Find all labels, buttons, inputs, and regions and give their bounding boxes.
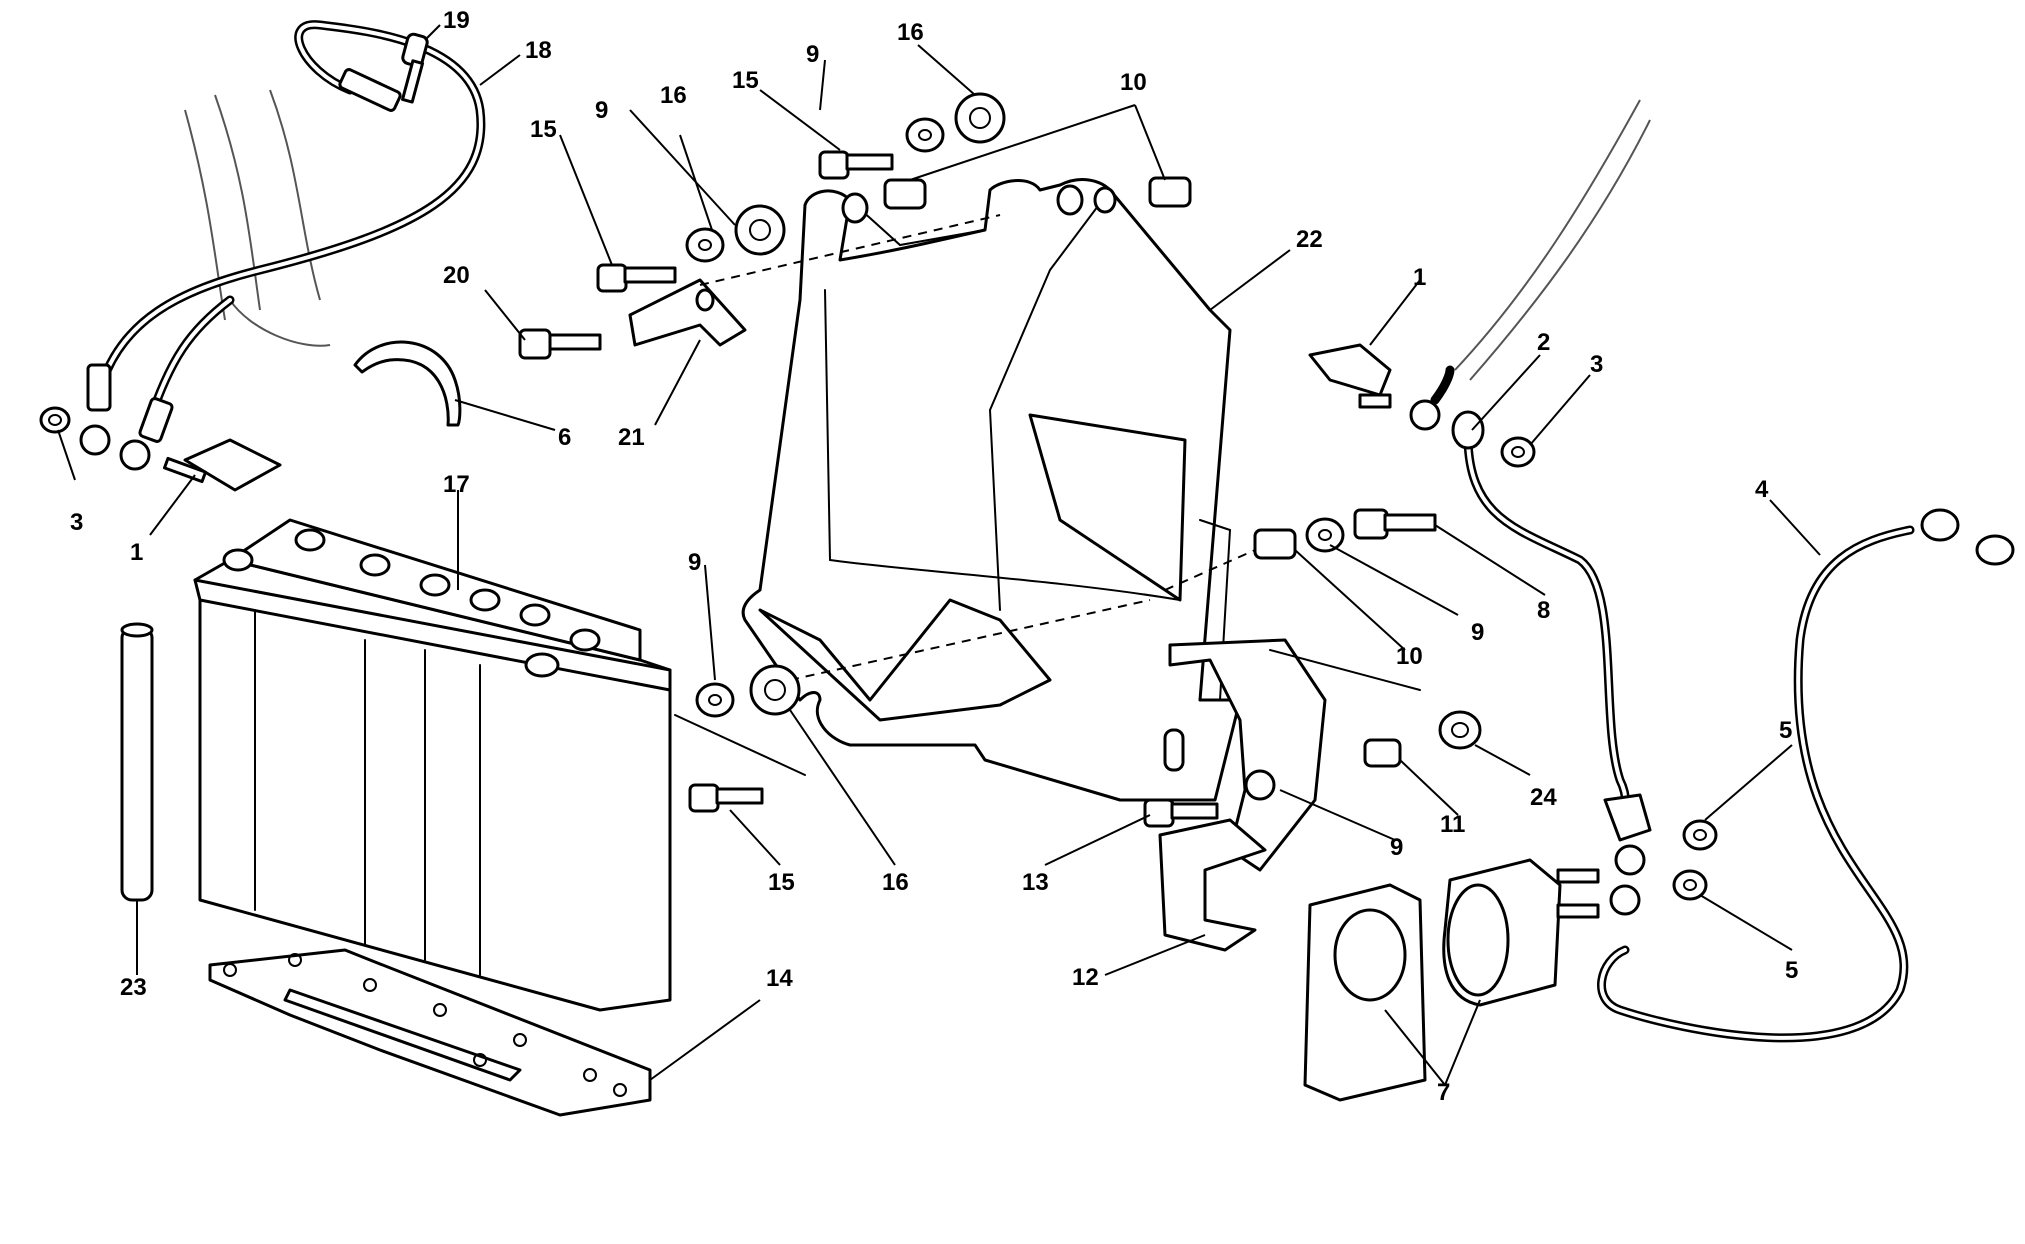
callout-11: 11	[1440, 811, 1465, 838]
callout-22: 22	[1296, 226, 1323, 253]
callout-1: 1	[1413, 264, 1426, 291]
bracket-21	[628, 278, 747, 347]
relay-holder-7	[1303, 883, 1427, 1102]
callout-20: 20	[443, 262, 470, 289]
washer-9-lower-left	[695, 682, 735, 718]
callout-3: 3	[1590, 351, 1603, 378]
callout-13: 13	[1022, 869, 1049, 896]
callout-9: 9	[1390, 834, 1403, 861]
bolt-8	[1353, 508, 1437, 540]
washer-9-upper-right	[905, 117, 945, 153]
terminal-nut-5-lower	[1672, 869, 1708, 901]
bushing-16-upper-right	[954, 92, 1006, 144]
battery-base-plate-14	[208, 948, 652, 1117]
callout-16: 16	[882, 869, 909, 896]
callout-10: 10	[1120, 69, 1147, 96]
dash-axis-right	[1164, 549, 1256, 591]
terminal-clamp-1-left	[162, 438, 282, 492]
spacer-10-upper	[883, 176, 1192, 210]
ground-cable-18	[86, 20, 486, 412]
background-hose-left	[184, 89, 331, 347]
callout-5: 5	[1785, 957, 1798, 984]
callout-3: 3	[70, 509, 83, 536]
battery-cable-right	[1409, 365, 1455, 431]
callout-8: 8	[1537, 597, 1550, 624]
battery-carrier-22	[741, 178, 1242, 802]
spacer-11	[1363, 738, 1402, 768]
bushing-16-lower-left	[749, 664, 801, 716]
callout-12: 12	[1072, 964, 1099, 991]
bolt-19	[401, 32, 429, 104]
callout-14: 14	[766, 965, 793, 992]
bolt-15-upper-right	[818, 150, 894, 180]
washer-9-upper-left	[685, 227, 725, 263]
terminal-nut-5-upper	[1682, 819, 1718, 851]
callout-labels: 19 18 9 16 15 9 16 10 15 9 20 22 1 2 3 6…	[70, 7, 1798, 1106]
callout-10: 10	[1396, 643, 1423, 670]
dash-axis-lower	[789, 599, 1151, 681]
callout-9: 9	[688, 549, 701, 576]
callout-9: 9	[806, 41, 819, 68]
terminal-clamp-1-right	[1308, 343, 1392, 409]
bolt-15-upper-left	[596, 263, 677, 293]
callout-15: 15	[530, 116, 557, 143]
spacer-10-lower	[1253, 528, 1297, 560]
terminal-nut-3-left	[39, 406, 151, 471]
bolt-15-lower	[688, 783, 764, 813]
bolt-20	[518, 328, 602, 360]
callout-15: 15	[732, 67, 759, 94]
callout-16: 16	[660, 82, 687, 109]
callout-4: 4	[1755, 476, 1769, 503]
leader-lines	[57, 24, 1821, 1086]
battery-cable-left	[138, 295, 235, 443]
callout-24: 24	[1530, 784, 1557, 811]
callout-5: 5	[1779, 717, 1792, 744]
callout-19: 19	[443, 7, 470, 34]
guide-line-battery	[674, 714, 806, 776]
callout-17: 17	[443, 471, 470, 498]
strap-clip-6	[353, 340, 462, 427]
callout-7: 7	[1437, 1079, 1450, 1106]
battery-17	[193, 518, 672, 1012]
callout-2: 2	[1537, 329, 1550, 356]
callout-6: 6	[558, 424, 571, 451]
callout-15: 15	[768, 869, 795, 896]
washer-9-right	[1305, 517, 1345, 553]
ground-cable-4	[1597, 508, 2015, 1043]
bracket-12	[1158, 818, 1267, 952]
callout-16: 16	[897, 19, 924, 46]
callout-1: 1	[130, 539, 143, 566]
callout-9: 9	[595, 97, 608, 124]
background-hose-right	[1454, 99, 1651, 381]
callout-23: 23	[120, 974, 147, 1001]
bushing-16-upper-left	[734, 204, 786, 256]
grommet-24	[1438, 710, 1482, 750]
callout-18: 18	[525, 37, 552, 64]
nut-3-right	[1500, 436, 1536, 468]
drain-hose-23	[120, 622, 154, 902]
starter-relay-7	[1442, 858, 1600, 1007]
guide-line-right	[1269, 649, 1421, 691]
bolt-13	[1143, 798, 1219, 828]
callout-21: 21	[618, 424, 645, 451]
terminal-lugs-relay	[1609, 844, 1646, 916]
dash-axis-upper	[699, 214, 1001, 286]
callout-9: 9	[1471, 619, 1484, 646]
ground-cable-2	[1451, 410, 1652, 842]
